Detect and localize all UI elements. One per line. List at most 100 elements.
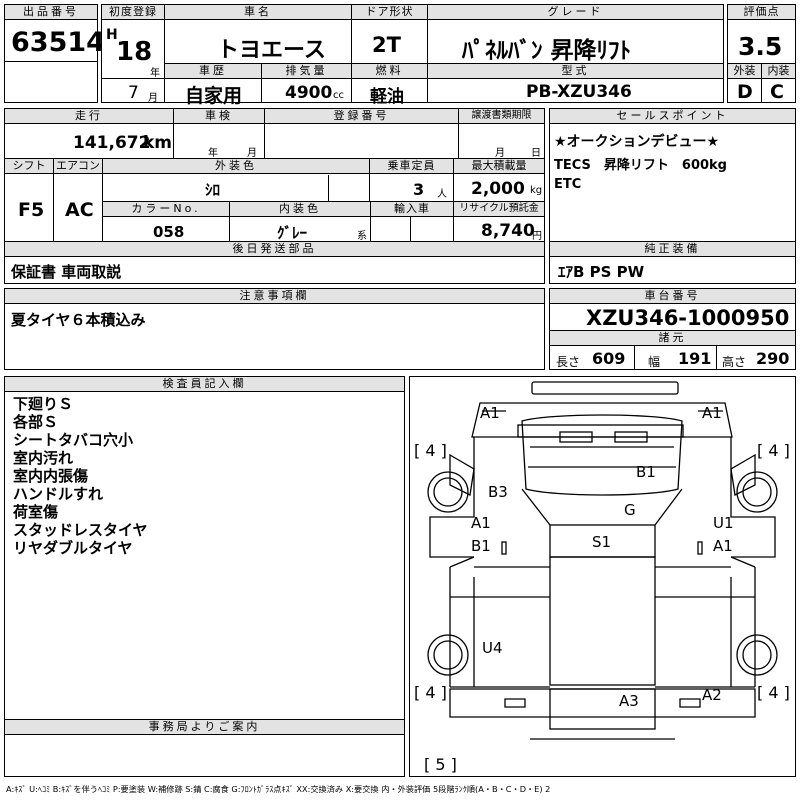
- spec-title: 諸元: [550, 331, 795, 346]
- car-name-box: 車名 トヨエース 車歴 排気量 自家用 4900 cc: [164, 4, 352, 107]
- length-label: 長さ: [556, 355, 581, 369]
- capacity-unit: 人: [437, 189, 447, 200]
- grade: ﾊﾟﾈﾙﾊﾞﾝ 昇降ﾘﾌﾄ: [462, 38, 632, 64]
- tire-rear-left: [ 4 ]: [414, 683, 447, 702]
- color-label: 外装色: [103, 159, 369, 174]
- later-parts-text: 保証書 車両取説: [11, 263, 122, 281]
- interior-color: ｸﾞﾚｰ: [277, 224, 308, 242]
- intcolor-unit: 系: [357, 231, 367, 242]
- model: PB-XZU346: [526, 82, 632, 102]
- door-label: ドア形状: [352, 5, 427, 20]
- sales-line-3: ETC: [554, 177, 582, 192]
- mark-windshield: B1: [636, 463, 656, 481]
- grade-label: グレード: [428, 5, 723, 20]
- interior-grade: C: [770, 81, 784, 103]
- year-unit: 年: [150, 68, 160, 79]
- intcolor-label: 内装色: [230, 202, 370, 217]
- ac: AC: [65, 199, 94, 221]
- history: 自家用: [185, 85, 243, 107]
- interior-label: 内装: [762, 64, 795, 79]
- lot-box: 出品番号 63514: [4, 4, 105, 103]
- shift-label: シフト: [5, 159, 53, 174]
- equipment-text: ｴｱB PS PW: [558, 263, 645, 281]
- tire-front-left: [ 4 ]: [414, 441, 447, 460]
- length: 609: [592, 349, 626, 368]
- later-parts-title: 後日発送部品: [5, 242, 544, 257]
- inspector-line: 室内内張傷: [13, 467, 89, 485]
- mark-rear-bumper: A3: [619, 692, 639, 710]
- exterior-color: ｼﾛ: [205, 181, 221, 199]
- fuel: 軽油: [370, 87, 404, 107]
- lot-number: 63514: [11, 27, 105, 58]
- reg-month: 7: [128, 83, 139, 103]
- mark-right-door-a: A1: [713, 537, 733, 555]
- notes-text: 夏タイヤ６本積込み: [11, 311, 146, 329]
- mark-front-bumper-right: A1: [702, 404, 722, 422]
- first-registration-box: 初度登録 H 18 年 7 月: [101, 4, 165, 104]
- capacity: 3: [413, 180, 425, 199]
- inspector-line: 室内汚れ: [13, 449, 74, 467]
- recycle-fee: 8,740: [481, 221, 535, 241]
- inspector-line: シートタバコ穴小: [13, 431, 134, 449]
- sales-line-1: ★オークションデビュー★: [554, 134, 720, 150]
- colorno-label: カラーNo.: [103, 202, 229, 217]
- door: 2T: [372, 33, 401, 57]
- car-name: トヨエース: [217, 38, 326, 63]
- height: 290: [756, 349, 790, 368]
- era: H: [106, 27, 118, 43]
- sales-point-box: セールスポイント ★オークションデビュー★ TECS 昇降リフト 600kg E…: [549, 108, 796, 258]
- reg-label: 初度登録: [102, 5, 164, 20]
- later-parts-box: 後日発送部品 保証書 車両取説: [4, 241, 545, 284]
- regno-label: 登録番号: [265, 109, 458, 124]
- inspector-line: 荷室傷: [13, 503, 59, 521]
- mark-right-door-u: U1: [713, 514, 734, 532]
- fuel-label: 燃料: [352, 64, 427, 79]
- capacity-label: 乗車定員: [370, 159, 453, 174]
- recycle-label: リサイクル預託金: [454, 202, 544, 217]
- inspector-box: 検査員記入欄 下廻りＳ 各部Ｓ シートタバコ穴小 室内汚れ 室内内張傷 ハンドル…: [4, 376, 405, 720]
- transfer-label: 譲渡書類期限: [459, 109, 544, 124]
- inspector-line: スタッドレスタイヤ: [13, 521, 148, 539]
- displacement: 4900: [285, 83, 333, 103]
- notes-title: 注意事項欄: [5, 289, 544, 304]
- recycle-unit: 円: [532, 231, 542, 242]
- displacement-unit: cc: [333, 90, 344, 101]
- max-load: 2,000: [471, 179, 525, 199]
- mark-left-door-a: A1: [471, 514, 491, 532]
- mark-front-bumper-left: A1: [480, 404, 500, 422]
- truck-outline: [427, 381, 778, 740]
- inspector-line: ハンドルすれ: [13, 485, 104, 503]
- score: 3.5: [738, 32, 783, 61]
- tire-rear-right: [ 4 ]: [757, 683, 790, 702]
- mark-left-rear: U4: [482, 639, 503, 657]
- chassis-box: 車台番号 XZU346-1000950 諸元 長さ 609 幅 191 高さ 2…: [549, 288, 796, 370]
- shift: F5: [18, 199, 45, 221]
- exterior-label: 外装: [728, 64, 761, 79]
- office-box: 事務局よりご案内: [4, 719, 405, 777]
- notes-box: 注意事項欄 夏タイヤ６本積込み: [4, 288, 545, 370]
- month-unit: 月: [148, 93, 158, 104]
- legend: A:ｷｽﾞ U:ﾍｺﾐ B:ｷｽﾞを伴うﾍｺﾐ P:要塗装 W:補修跡 S:錆 …: [6, 784, 551, 794]
- sales-point-title: セールスポイント: [550, 109, 795, 124]
- history-label: 車歴: [165, 64, 261, 79]
- model-label: 型式: [428, 64, 723, 79]
- inspector-line: 下廻りＳ: [13, 395, 74, 413]
- color-number: 058: [153, 223, 185, 241]
- tire-front-right: [ 4 ]: [757, 441, 790, 460]
- load-unit: kg: [530, 185, 543, 196]
- grade-box: グレード ﾊﾟﾈﾙﾊﾞﾝ 昇降ﾘﾌﾄ 型式 PB-XZU346: [427, 4, 724, 103]
- equipment-box: 純正装備 ｴｱB PS PW: [549, 241, 796, 284]
- car-name-label: 車名: [165, 5, 351, 20]
- mark-rear-right: A2: [702, 686, 722, 704]
- score-label: 評価点: [728, 5, 795, 20]
- width: 191: [678, 349, 712, 368]
- chassis-title: 車台番号: [550, 289, 795, 304]
- tire-spare: [ 5 ]: [424, 755, 457, 774]
- lot-label: 出品番号: [5, 5, 97, 20]
- displacement-label: 排気量: [262, 64, 351, 79]
- chassis-number: XZU346-1000950: [586, 306, 790, 330]
- insp-month-unit: 月: [247, 148, 257, 159]
- door-box: ドア形状 2T 燃料 軽油: [351, 4, 428, 107]
- inspector-line: 各部Ｓ: [13, 413, 59, 431]
- equipment-title: 純正装備: [550, 242, 795, 257]
